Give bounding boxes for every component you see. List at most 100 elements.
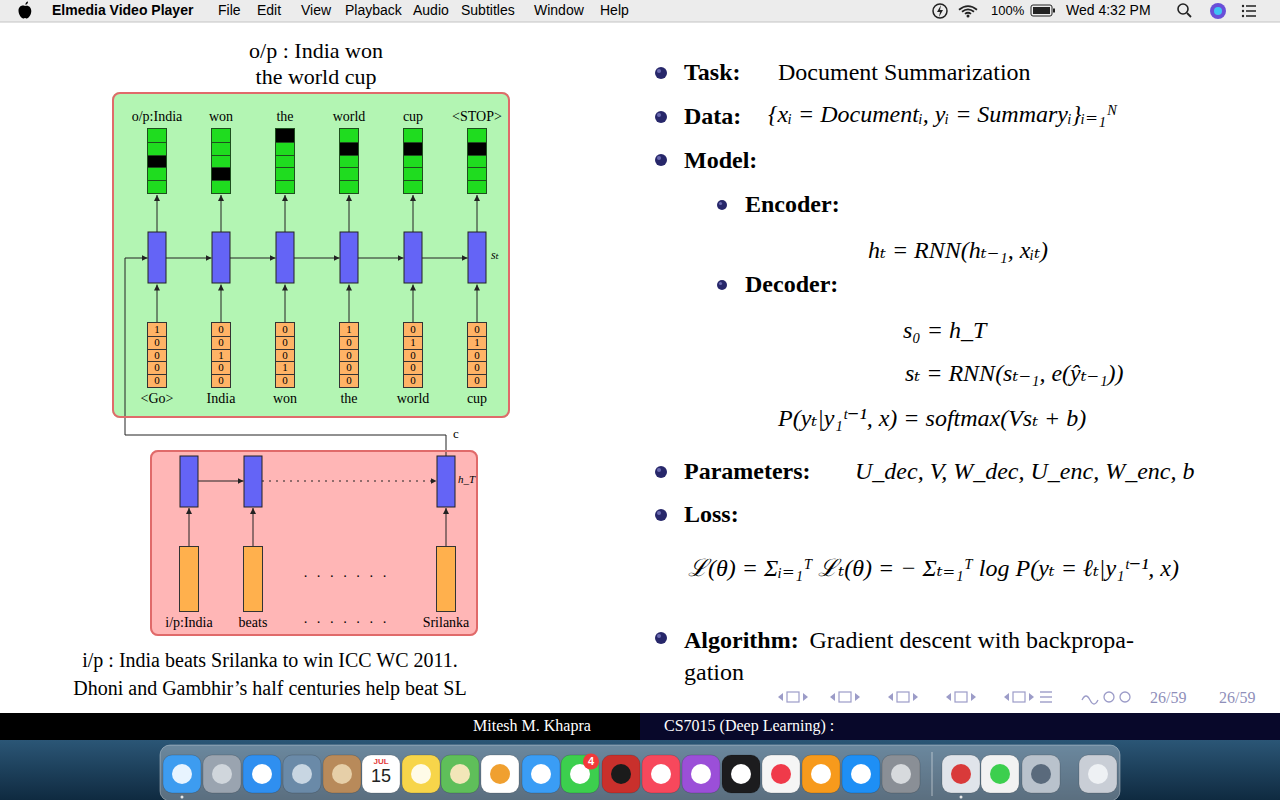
state-box <box>437 456 455 507</box>
output-word: won <box>181 108 261 125</box>
input-embedding: i/p:India <box>179 546 199 612</box>
app-icon-glyph <box>252 764 272 784</box>
input-word: Srilanka <box>406 614 486 631</box>
bullet-head: Loss: <box>684 500 739 529</box>
sub-bullet <box>717 280 727 290</box>
vector-cell <box>212 142 230 155</box>
arrow <box>294 258 340 259</box>
app-icon-glyph <box>951 764 971 784</box>
vector-cell <box>276 336 294 349</box>
output-vector: <STOP> <box>467 128 487 194</box>
app-icon <box>402 755 440 793</box>
battery-level <box>1033 7 1050 14</box>
bullet-shine <box>657 113 661 117</box>
app-icon-glyph <box>172 764 192 784</box>
ellipsis: · · · · · · · <box>290 568 400 585</box>
bullet <box>655 111 667 123</box>
vector-cell <box>148 336 166 349</box>
app-icon-glyph <box>851 764 871 784</box>
arrow <box>285 195 286 232</box>
vector-cell <box>276 374 294 387</box>
input-word: i/p:India <box>149 614 229 631</box>
footer-author: Mitesh M. Khapra <box>432 716 632 735</box>
app-icon <box>642 755 680 793</box>
running-dot <box>960 796 963 799</box>
app-icon <box>1079 755 1117 793</box>
bullet-head: Parameters: <box>684 457 811 486</box>
app-icon-glyph <box>611 764 631 784</box>
vector-cell <box>404 167 422 180</box>
app-icon <box>1022 755 1060 793</box>
decoder-states <box>148 195 486 322</box>
footer-left <box>0 713 640 740</box>
app-icon <box>441 755 479 793</box>
bullet-shine <box>719 202 722 205</box>
app-icon <box>602 755 640 793</box>
vector-cell <box>468 129 486 142</box>
vector-cell <box>468 167 486 180</box>
state-box <box>468 232 486 283</box>
app-name: Elmedia Video Player <box>52 2 193 19</box>
nav-lines <box>1040 691 1052 692</box>
vector-cell <box>148 155 166 168</box>
edge-label: c <box>452 426 460 442</box>
output-heading: o/p : India won the world cup <box>236 38 396 90</box>
formula: ℒ(θ) = Σᵢ₌₁ᵀ ℒₜ(θ) = − Σₜ₌₁ᵀ log P(yₜ = … <box>688 554 1179 583</box>
app-icon <box>802 755 840 793</box>
bullet-text: Document Summarization <box>778 58 1031 87</box>
clock: Wed 4:32 PM <box>1066 2 1151 19</box>
nav-box <box>787 692 799 702</box>
app-icon-glyph <box>450 764 470 784</box>
vector-cell <box>276 155 294 168</box>
vector-cell <box>340 361 358 374</box>
vector-cell <box>212 167 230 180</box>
formula: s₀ = h_T <box>903 316 986 345</box>
arrow <box>446 508 447 546</box>
nav-left <box>778 693 783 701</box>
list-dot <box>1242 10 1244 12</box>
app-icon-glyph <box>490 764 510 784</box>
input-vector: 1 0 0 0 0the <box>339 322 359 388</box>
output-vector: cup <box>403 128 423 194</box>
vector-cell <box>404 349 422 362</box>
input-word: <Go> <box>117 390 197 407</box>
vector-cell <box>148 142 166 155</box>
wifi-icon <box>962 9 974 11</box>
notification-badge <box>583 754 599 770</box>
bullets <box>655 67 727 644</box>
arrow <box>413 195 414 232</box>
input-word: India <box>181 390 261 407</box>
vector-cell <box>276 180 294 193</box>
vector-cell <box>404 142 422 155</box>
input-caption: i/p : India beats Srilanka to win ICC WC… <box>65 646 475 702</box>
arrow <box>253 508 254 546</box>
vector-cell <box>468 180 486 193</box>
bullet-text: Gradient descent with backpropa- gation <box>684 627 1134 685</box>
bullet-shine <box>657 468 661 472</box>
nav-right <box>855 693 860 701</box>
vector-cell <box>340 155 358 168</box>
app-icon-glyph <box>891 764 911 784</box>
arrow <box>189 508 190 546</box>
nav-box <box>955 692 967 702</box>
app-icon <box>882 755 920 793</box>
nav-left <box>888 693 893 701</box>
state-box <box>212 232 230 283</box>
output-vector: won <box>211 128 231 194</box>
algorithm-line: Algorithm:Gradient descent with backprop… <box>684 624 1164 688</box>
arrow <box>157 195 158 232</box>
page-number: 26/59 <box>1219 688 1255 707</box>
formula: {xᵢ = Documentᵢ, yᵢ = Summaryᵢ}ᵢ₌₁ᴺ <box>768 100 1117 129</box>
nav-left <box>830 693 835 701</box>
vector-cell <box>468 374 486 387</box>
search-icon <box>1178 4 1188 14</box>
arrow <box>349 195 350 232</box>
vector-cell <box>276 142 294 155</box>
badge-count: 4 <box>583 755 599 768</box>
vector-cell <box>340 374 358 387</box>
vector-cell <box>340 349 358 362</box>
vector-cell <box>404 361 422 374</box>
input-word: the <box>309 390 389 407</box>
output-word: o/p:India <box>117 108 197 125</box>
